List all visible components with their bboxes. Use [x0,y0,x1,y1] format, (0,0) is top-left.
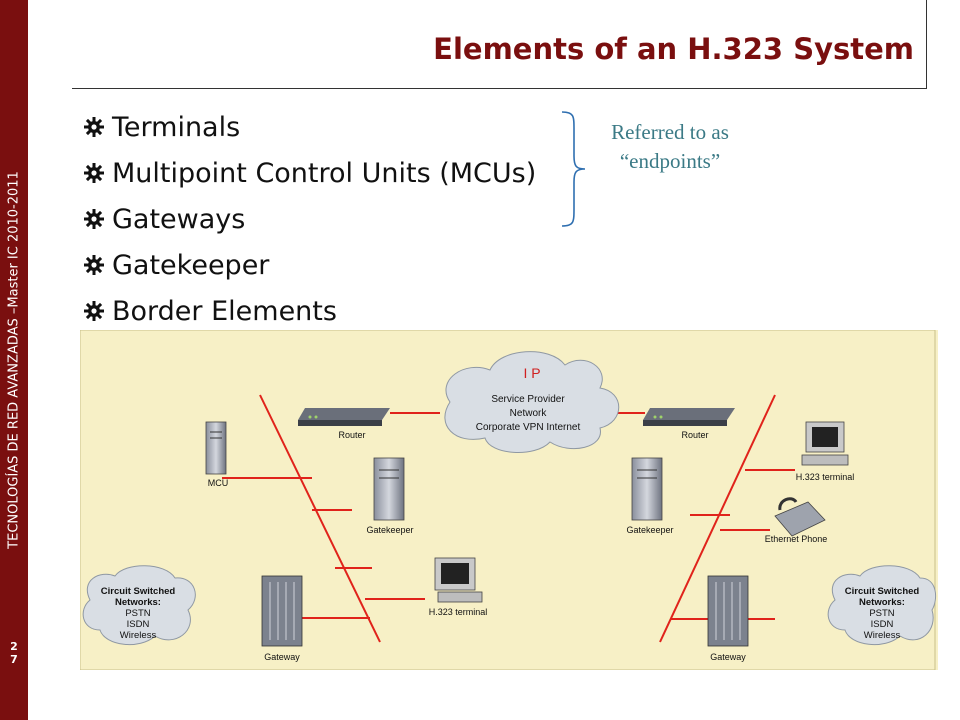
slide-number-digit-1: 2 [10,640,18,653]
circuit-cloud-line: Networks: [859,597,905,608]
terminal-center-label: H.323 terminal [429,607,488,617]
slide-title: Elements of an H.323 System [433,32,914,66]
gateway-left-icon [261,575,303,647]
ethernet-phone-icon [774,497,826,537]
sun-bullet-icon [84,117,104,137]
circuit-cloud-right: Circuit Switched Networks: PSTN ISDN Wir… [827,565,937,646]
circuit-cloud-line: Networks: [115,597,161,608]
circuit-cloud-line: PSTN [869,608,894,619]
sidebar: TECNOLOGÍAS DE RED AVANZADAS –Master IC … [0,0,28,720]
circuit-cloud-line: Circuit Switched [101,586,176,597]
sun-bullet-icon [84,255,104,275]
circuit-cloud-line: ISDN [871,619,894,630]
title-frame: Elements of an H.323 System [72,0,927,89]
sun-bullet-icon [84,301,104,321]
bullet-item: Gateways [84,196,536,242]
circuit-cloud-line: Wireless [120,630,157,641]
sidebar-course-text: TECNOLOGÍAS DE RED AVANZADAS –Master IC … [6,171,22,549]
bullet-text: Gatekeeper [112,249,270,281]
terminal-right-icon [801,421,849,466]
bullet-item: Gatekeeper [84,242,536,288]
endpoints-note: Referred to as “endpoints” [590,118,750,176]
bullet-item: Terminals [84,104,536,150]
note-line: Referred to as [611,120,729,144]
gateway-right-icon [707,575,749,647]
sun-bullet-icon [84,209,104,229]
h323-network-diagram: I P Service Provider Network Corporate V… [79,329,938,671]
bullet-text: Border Elements [112,295,337,327]
circuit-cloud-left: Circuit Switched Networks: PSTN ISDN Wir… [82,565,196,646]
sun-bullet-icon [84,163,104,183]
gateway-right-label: Gateway [710,652,746,662]
router-right-icon [643,408,735,426]
terminal-right-label: H.323 terminal [796,472,855,482]
gateway-left-label: Gateway [264,652,300,662]
circuit-cloud-line: PSTN [125,608,150,619]
terminal-center-icon [434,557,483,603]
ethernet-phone-label: Ethernet Phone [765,534,828,544]
bullet-text: Terminals [112,111,241,143]
router-left-label: Router [338,430,365,440]
curly-brace-icon [561,111,586,227]
left-network-links [222,394,440,643]
slide-number: 2 7 [0,640,28,666]
mcu-label: MCU [208,478,229,488]
bullet-text: Gateways [112,203,246,235]
gatekeeper-left-label: Gatekeeper [366,525,413,535]
bullet-text: Multipoint Control Units (MCUs) [112,157,537,189]
bullet-item: Border Elements [84,288,536,334]
gatekeeper-right-label: Gatekeeper [626,525,673,535]
circuit-cloud-line: ISDN [127,619,150,630]
slide-number-digit-2: 7 [10,653,18,666]
ip-cloud: I P Service Provider Network Corporate V… [444,351,620,453]
circuit-cloud-line: Wireless [864,630,901,641]
bullet-list: Terminals Multipoint Control Units (MCUs… [84,104,536,334]
router-left-icon [298,408,390,426]
ip-cloud-line: Service Provider [491,394,565,405]
ip-cloud-title: I P [523,365,540,381]
ip-cloud-line: Network [510,408,548,419]
gatekeeper-right-icon [631,457,663,521]
mcu-server-icon [205,421,227,475]
bullet-item: Multipoint Control Units (MCUs) [84,150,536,196]
ip-cloud-line: Corporate VPN Internet [476,422,581,433]
router-right-label: Router [681,430,708,440]
note-line: “endpoints” [619,149,721,173]
gatekeeper-left-icon [373,457,405,521]
circuit-cloud-line: Circuit Switched [845,586,920,597]
